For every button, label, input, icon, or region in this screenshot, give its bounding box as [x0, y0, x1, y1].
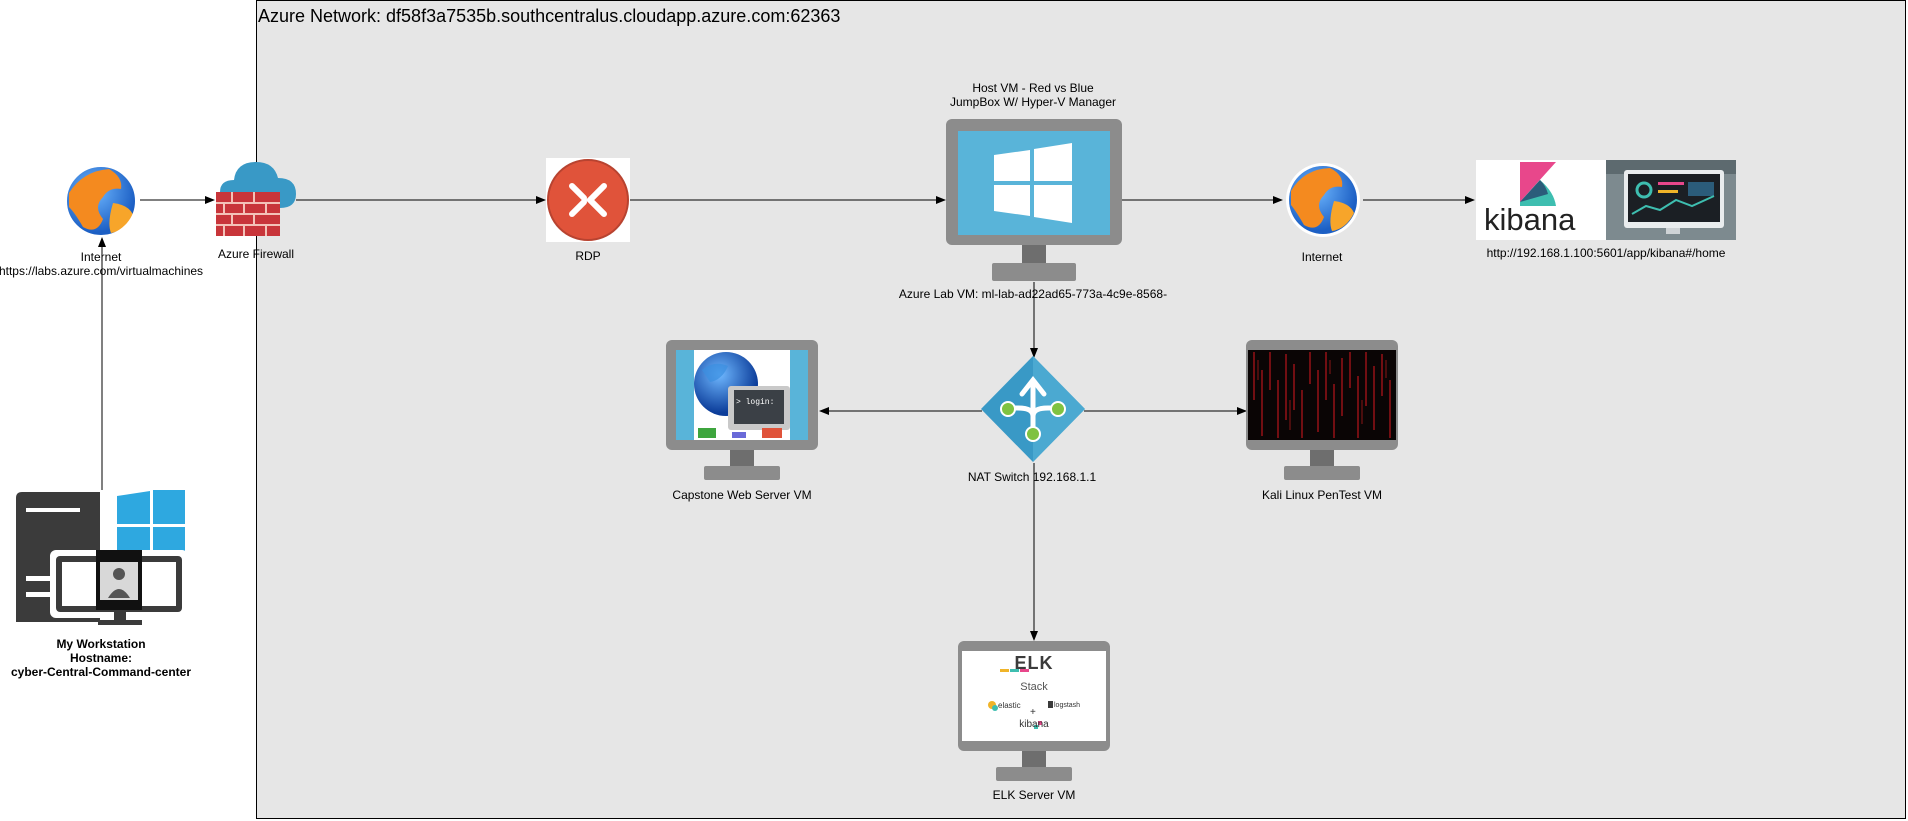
host-vm-title-line2: JumpBox W/ Hyper-V Manager: [949, 95, 1117, 109]
internet-right-label: Internet: [1301, 250, 1343, 264]
rdp-label: RDP: [575, 249, 601, 263]
workstation-name: My Workstation: [56, 637, 146, 651]
elk-plus-text: +: [1030, 707, 1036, 718]
azure-firewall-icon[interactable]: [214, 158, 298, 240]
kibana-logo-text: kibana: [1484, 202, 1576, 237]
elk-label: ELK Server VM: [992, 788, 1076, 802]
host-vm-label: Azure Lab VM: ml-lab-ad22ad65-773a-4c9e-…: [898, 287, 1168, 301]
nat-switch-icon[interactable]: [978, 354, 1088, 464]
kibana-dashboard-image: [1606, 160, 1736, 240]
elk-logstash-text: logstash: [1054, 702, 1081, 709]
elk-kibana-text: kibana: [1019, 719, 1049, 730]
nat-switch-label: NAT Switch 192.168.1.1: [967, 470, 1097, 484]
internet-left-url: https://labs.azure.com/virtualmachines: [0, 264, 204, 278]
elk-elastic-text: elastic: [998, 701, 1021, 710]
rdp-icon[interactable]: [546, 158, 630, 242]
firewall-label: Azure Firewall: [217, 247, 295, 261]
web-server-monitor-icon: [666, 340, 818, 480]
internet-left-label: Internet: [80, 250, 122, 264]
host-vm-monitor-icon[interactable]: [946, 119, 1122, 283]
kibana-url: http://192.168.1.100:5601/app/kibana#/ho…: [1486, 246, 1726, 260]
kibana-mark-icon: [1520, 162, 1556, 206]
web-server-screen-text: > login:: [736, 398, 775, 407]
internet-globe-icon[interactable]: [63, 163, 139, 239]
kibana-logo[interactable]: kibana: [1476, 160, 1606, 240]
web-server-label: Capstone Web Server VM: [672, 488, 812, 502]
workstation-hostname: cyber-Central-Command-center: [10, 665, 192, 679]
kali-vm-monitor-icon[interactable]: [1246, 340, 1398, 482]
workstation-icon[interactable]: [14, 490, 190, 630]
elk-server-vm-icon[interactable]: ELK Stack elastic + logstash kibana: [958, 641, 1110, 783]
elk-monitor-icon: [958, 641, 1110, 781]
internet-globe-icon-right[interactable]: [1284, 161, 1362, 239]
web-server-vm-icon[interactable]: > login:: [666, 340, 818, 482]
elk-logo-text: ELK: [1014, 653, 1054, 673]
elk-stack-text: Stack: [1020, 681, 1048, 693]
workstation-hostname-label: Hostname:: [69, 651, 133, 665]
host-vm-title-line1: Host VM - Red vs Blue: [972, 81, 1094, 95]
kali-label: Kali Linux PenTest VM: [1261, 488, 1383, 502]
network-title: Azure Network: df58f3a7535b.southcentral…: [258, 6, 841, 26]
